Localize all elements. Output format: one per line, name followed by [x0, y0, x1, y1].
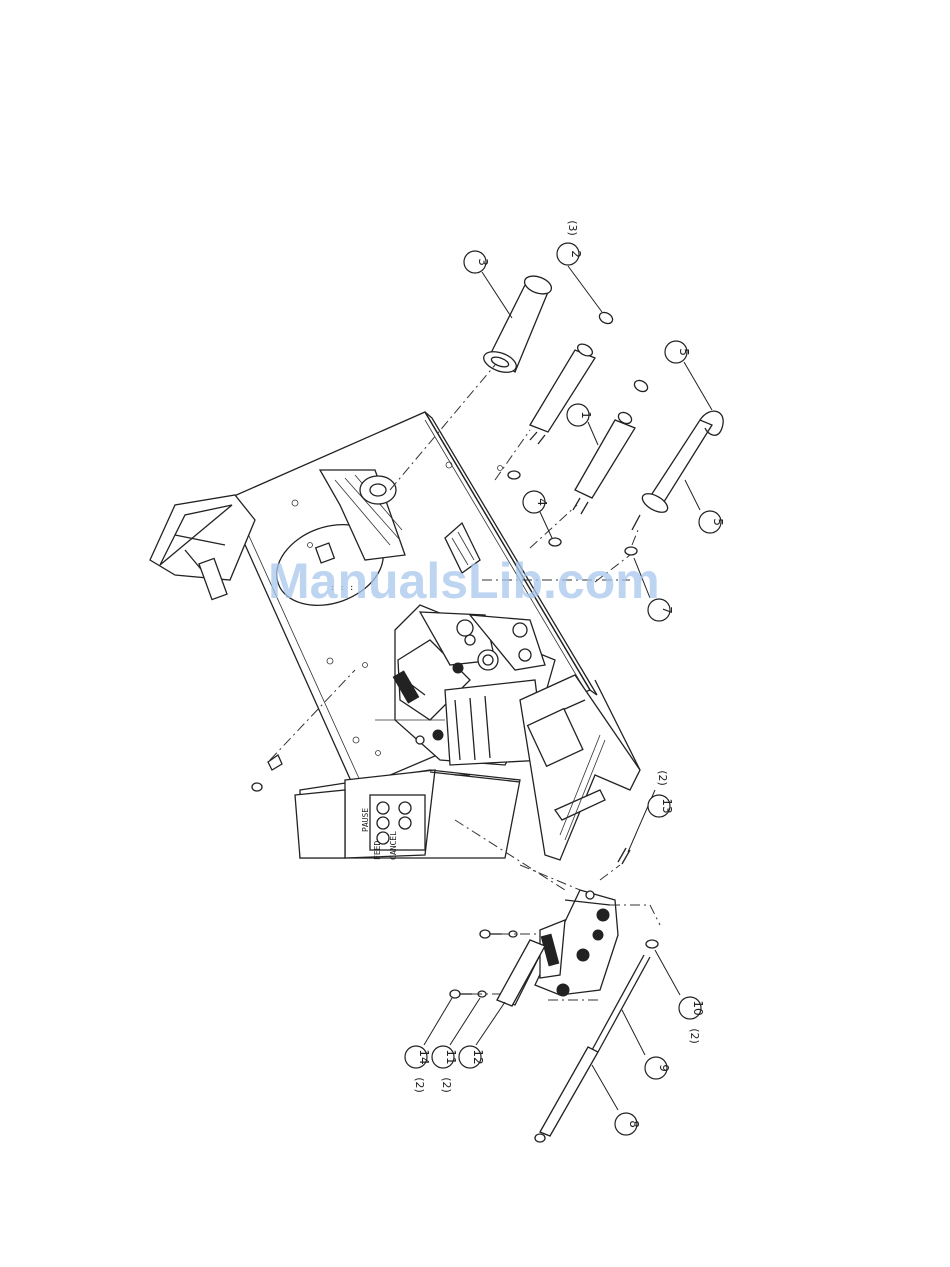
svg-text:10: 10 [691, 1000, 705, 1015]
svg-text:12: 12 [471, 1049, 485, 1064]
svg-text:14: 14 [417, 1049, 431, 1064]
svg-text:4: 4 [535, 498, 549, 506]
callout-14-qty: (2) [413, 1077, 426, 1093]
callout-4: 4 [523, 491, 549, 513]
part-roller-a [530, 342, 595, 444]
part-2-cap-lower [632, 378, 649, 394]
svg-text:1: 1 [579, 411, 593, 419]
callout-10-qty: (2) [688, 1028, 701, 1044]
part-8-roller [535, 1047, 598, 1142]
svg-text:5: 5 [677, 348, 691, 356]
svg-text:11: 11 [444, 1049, 458, 1064]
callout-3: 3 [464, 251, 490, 273]
svg-text:9: 9 [657, 1064, 671, 1072]
callout-13-qty: (2) [656, 770, 669, 786]
callout-2: 2 [557, 243, 583, 265]
part-3-spindle [481, 273, 554, 377]
panel-label-cancel: CANCEL [389, 831, 398, 860]
svg-text:13: 13 [660, 798, 674, 813]
callout-10: 10 [679, 997, 705, 1019]
panel-label-pause: PAUSE [361, 808, 370, 832]
callout-2-qty: (3) [566, 220, 579, 236]
part-12-plate [497, 940, 545, 1006]
svg-text:7: 7 [660, 606, 674, 614]
callout-11-qty: (2) [440, 1077, 453, 1093]
svg-text:5: 5 [711, 518, 725, 526]
callout-5-upper: 5 [665, 341, 691, 363]
callout-9: 9 [645, 1057, 671, 1079]
panel-label-feed: FEED [373, 841, 382, 860]
callout-13: 13 [648, 795, 674, 817]
screw-lower-left [252, 755, 282, 791]
svg-text:3: 3 [476, 258, 490, 266]
operator-panel: PAUSE FEED CANCEL [295, 770, 520, 860]
callout-12: 12 [459, 1046, 485, 1068]
front-cover [520, 675, 640, 860]
watermark: ManualsLib.com [268, 553, 660, 609]
callout-5-lower: 5 [699, 511, 725, 533]
callout-1: 1 [567, 404, 593, 426]
part-2-cap-upper [597, 310, 614, 326]
callout-14: 14 [405, 1046, 431, 1068]
callout-11: 11 [432, 1046, 458, 1068]
svg-text:2: 2 [569, 250, 583, 258]
callout-8: 8 [615, 1113, 641, 1135]
svg-text:8: 8 [627, 1120, 641, 1128]
part-14-screws [450, 930, 502, 998]
part-10-bearing [646, 940, 658, 948]
